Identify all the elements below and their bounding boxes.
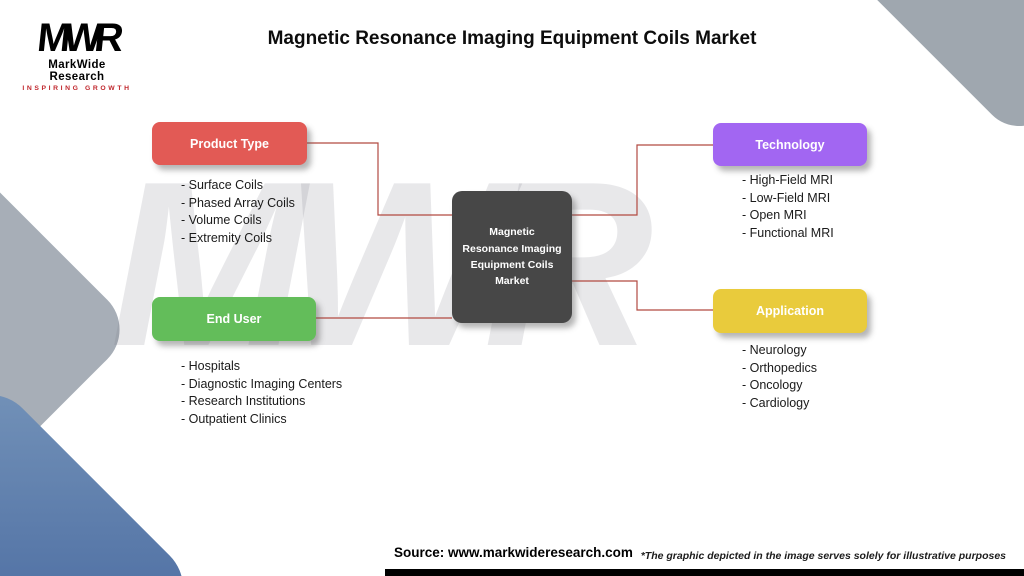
source-line: Source: www.markwideresearch.com bbox=[394, 545, 633, 560]
list-item: - Open MRI bbox=[742, 208, 807, 222]
source-url: www.markwideresearch.com bbox=[448, 545, 633, 560]
list-item: - Phased Array Coils bbox=[181, 195, 295, 210]
list-item: - Neurology bbox=[742, 343, 807, 357]
list-item: - Functional MRI bbox=[742, 225, 834, 240]
list-item: - Low-Field MRI bbox=[742, 190, 831, 205]
list-item: - Research Institutions bbox=[181, 394, 306, 408]
list-item: - Oncology bbox=[742, 378, 803, 392]
segment-list-end-user: - Hospitals - Diagnostic Imaging Centers… bbox=[181, 358, 342, 428]
segment-header-application: Application bbox=[713, 289, 867, 333]
logo-company-name: MarkWide Research bbox=[48, 59, 106, 83]
brand-logo: MWR MarkWide Research INSPIRING GROWTH bbox=[22, 16, 132, 92]
logo-tagline: INSPIRING GROWTH bbox=[22, 85, 132, 92]
list-item: - Hospitals bbox=[181, 359, 241, 373]
segment-list-product-type: - Surface Coils - Phased Array Coils - V… bbox=[181, 177, 295, 247]
segment-list-application: - Neurology - Orthopedics - Oncology - C… bbox=[742, 342, 817, 412]
list-item: - Volume Coils bbox=[181, 213, 262, 227]
source-label: Source: bbox=[394, 545, 445, 560]
list-item: - Cardiology bbox=[742, 395, 810, 410]
list-item: - Diagnostic Imaging Centers bbox=[181, 376, 343, 391]
list-item: - Outpatient Clinics bbox=[181, 411, 287, 426]
page-title: Magnetic Resonance Imaging Equipment Coi… bbox=[267, 28, 757, 49]
list-item: - High-Field MRI bbox=[742, 173, 833, 187]
disclaimer-text: *The graphic depicted in the image serve… bbox=[640, 550, 1006, 562]
center-market-node: Magnetic Resonance Imaging Equipment Coi… bbox=[452, 191, 572, 323]
list-item: - Surface Coils bbox=[181, 178, 263, 192]
segment-header-end-user: End User bbox=[152, 297, 316, 341]
segment-list-technology: - High-Field MRI - Low-Field MRI - Open … bbox=[742, 172, 834, 242]
segment-header-technology: Technology bbox=[713, 123, 867, 166]
list-item: - Extremity Coils bbox=[181, 230, 272, 245]
segment-header-product-type: Product Type bbox=[152, 122, 307, 165]
list-item: - Orthopedics bbox=[742, 360, 818, 375]
bottom-black-bar bbox=[385, 569, 1024, 576]
